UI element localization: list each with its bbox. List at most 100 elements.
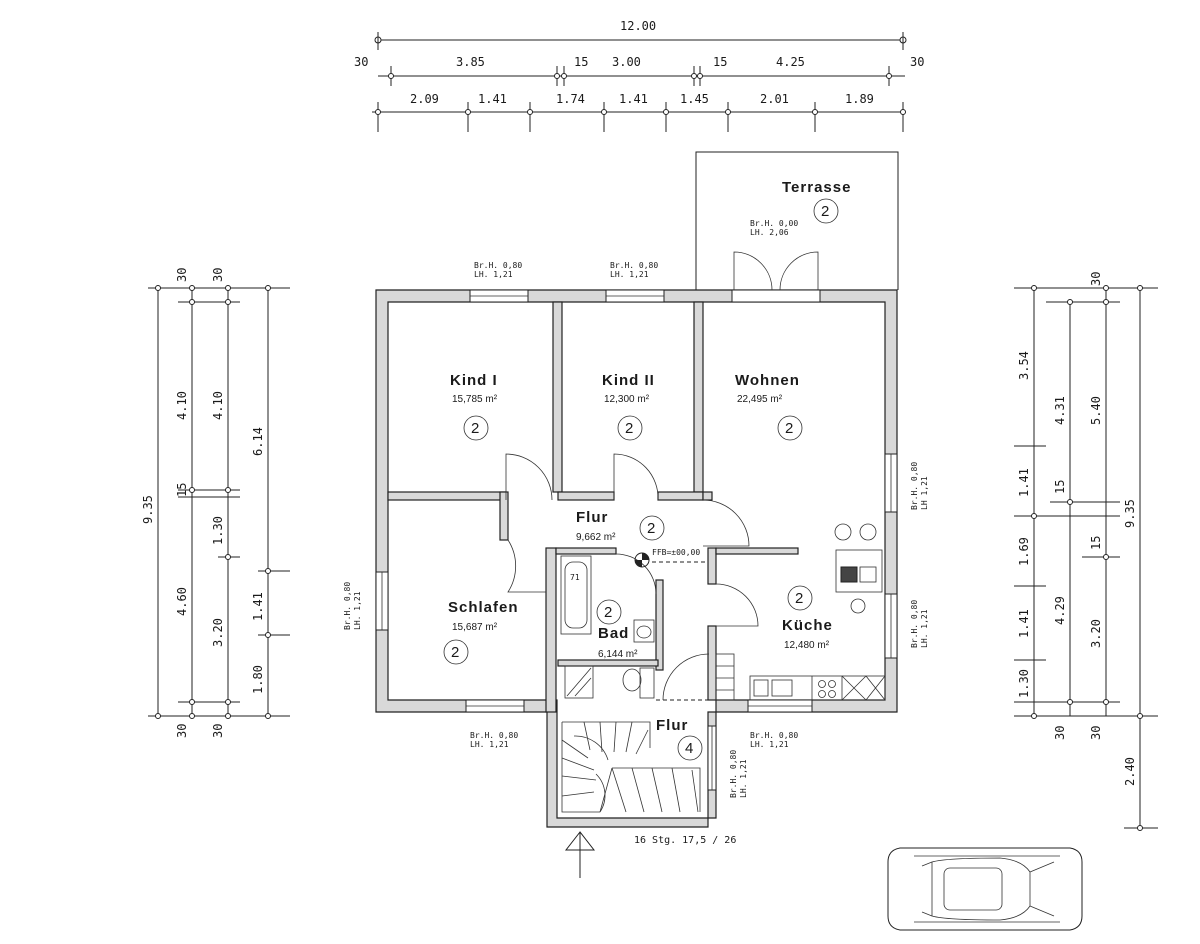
window-note: Br.H. 0,80 [910, 600, 919, 648]
room-number: 2 [795, 590, 803, 607]
room-area: 15,687 m² [452, 622, 498, 633]
room-schlafen: Schlafen 15,687 m² 2 [443, 599, 519, 665]
dim-left-c3-2: 3.20 [211, 618, 225, 647]
dim-right-c4-1: 2.40 [1123, 757, 1137, 786]
room-area: 12,300 m² [604, 394, 650, 405]
dim-left-top-1: 30 [211, 268, 225, 282]
dim-left-c2-1: 15 [175, 483, 189, 497]
dim-left-c4-2: 1.80 [251, 665, 265, 694]
room-number: 2 [647, 520, 655, 537]
car-icon [887, 847, 1083, 931]
dim-left-bottom-0: 30 [175, 724, 189, 738]
dim-right-bottom-0: 30 [1053, 726, 1067, 740]
room-area: 6,144 m² [598, 649, 638, 660]
room-name: Schlafen [448, 599, 519, 616]
bath-fixtures: 71 [560, 555, 655, 699]
dim-top-r3-1: 1.41 [478, 92, 507, 106]
room-name: Flur [656, 717, 688, 734]
room-name: Flur [576, 509, 608, 526]
room-name: Bad [598, 625, 629, 642]
window-note: Br.H. 0,80 [729, 750, 738, 798]
ffb-label: FFB=±00,00 [652, 548, 700, 557]
interior-walls [387, 301, 799, 713]
dim-right-bottom-1: 30 [1089, 726, 1103, 740]
room-number: 2 [451, 644, 459, 661]
room-area: 12,480 m² [784, 640, 830, 651]
dim-left-top-0: 30 [175, 268, 189, 282]
window-note: Br.H. 0,80 [610, 261, 658, 270]
dim-top-r2-0: 30 [354, 55, 368, 69]
dim-right-c1-3: 1.41 [1017, 609, 1031, 638]
doors [505, 453, 759, 701]
window-notes: Br.H. 0,80 LH. 1,21 Br.H. 0,80 LH. 1,21 … [343, 219, 929, 798]
dim-top-r2-6: 30 [910, 55, 924, 69]
kitchen-fixtures [715, 523, 886, 701]
window-note: LH. 1,21 [750, 740, 789, 749]
window-note: Br.H. 0,80 [474, 261, 522, 270]
dim-left-c1-0: 9.35 [141, 495, 155, 524]
dim-right-c1-0: 3.54 [1017, 351, 1031, 380]
window-note: Br.H. 0,80 [343, 582, 352, 630]
right-dimensions: 30 30 30 3.54 1.41 1.69 1.41 1.30 4.31 1… [1014, 272, 1158, 831]
window-note: Br.H. 0,80 [910, 462, 919, 510]
room-flur: Flur 9,662 m² 2 [576, 509, 665, 543]
room-name: Kind II [602, 372, 655, 389]
room-name: Wohnen [735, 372, 800, 389]
dim-top-r3-5: 2.01 [760, 92, 789, 106]
room-kueche: 2 Küche 12,480 m² [782, 585, 833, 651]
dim-top-r2-5: 4.25 [776, 55, 805, 69]
top-dimensions: 12.00 30 3.85 15 3.00 15 4.25 30 2.09 1. [354, 19, 924, 132]
room-number: 2 [604, 604, 612, 621]
dim-left-c2-0: 4.10 [175, 391, 189, 420]
window-note: LH. 1,21 [610, 270, 649, 279]
room-number: 2 [471, 420, 479, 437]
dim-top-r3-0: 2.09 [410, 92, 439, 106]
windows [375, 289, 898, 791]
dim-right-top-0: 30 [1089, 272, 1103, 286]
dim-right-c2-2: 4.29 [1053, 596, 1067, 625]
dim-left-c2-2: 4.60 [175, 587, 189, 616]
window-note: LH. 1,21 [470, 740, 509, 749]
bath-dimension-label: 71 [570, 573, 580, 582]
room-name: Terrasse [782, 179, 851, 196]
window-note: Br.H. 0,80 [470, 731, 518, 740]
room-bad: 2 Bad 6,144 m² [596, 599, 638, 660]
dim-left-c4-1: 1.41 [251, 592, 265, 621]
entrance-arrow-icon [564, 831, 596, 878]
dim-left-c4-0: 6.14 [251, 427, 265, 456]
room-area: 22,495 m² [737, 394, 783, 405]
dim-right-c2-1: 15 [1053, 480, 1067, 494]
window-note: LH. 1,21 [739, 759, 748, 798]
dim-right-c4-0: 9.35 [1123, 499, 1137, 528]
window-note: Br.H. 0,80 [750, 731, 798, 740]
window-note: LH. 2,06 [750, 228, 789, 237]
dim-total-width: 12.00 [620, 19, 656, 33]
dim-left-bottom-1: 30 [211, 724, 225, 738]
window-note: LH. 1,21 [920, 609, 929, 648]
dim-top-r3-4: 1.45 [680, 92, 709, 106]
room-number: 4 [685, 740, 693, 757]
dim-right-c3-2: 3.20 [1089, 619, 1103, 648]
dim-top-r2-4: 15 [713, 55, 727, 69]
exterior-walls [375, 289, 898, 828]
room-number: 2 [821, 203, 829, 220]
room-flur-stair: Flur 4 [656, 717, 703, 761]
room-name: Küche [782, 617, 833, 634]
room-number: 2 [785, 420, 793, 437]
window-note: LH 1,21 [920, 476, 929, 510]
room-terrasse: Terrasse 2 [782, 179, 851, 224]
dim-right-c3-0: 5.40 [1089, 396, 1103, 425]
terrace [695, 151, 899, 290]
terrace-door [731, 251, 821, 303]
room-number: 2 [625, 420, 633, 437]
dim-top-r2-3: 3.00 [612, 55, 641, 69]
dim-top-r2-2: 15 [574, 55, 588, 69]
dim-top-r3-3: 1.41 [619, 92, 648, 106]
dim-right-c3-1: 15 [1089, 536, 1103, 550]
window-note: LH. 1,21 [474, 270, 513, 279]
staircase [561, 721, 701, 813]
stair-label: 16 Stg. 17,5 / 26 [634, 835, 736, 846]
dim-right-c1-2: 1.69 [1017, 537, 1031, 566]
dim-right-c1-4: 1.30 [1017, 669, 1031, 698]
